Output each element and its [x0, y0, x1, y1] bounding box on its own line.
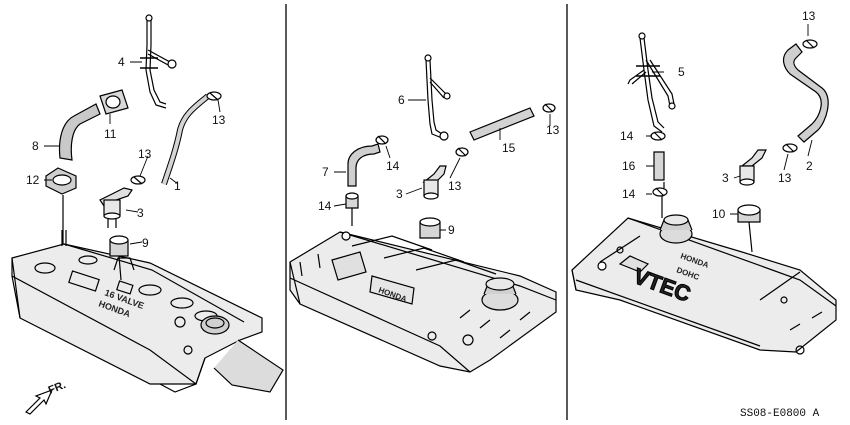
hose-part-7 [347, 143, 381, 187]
callout-13: 13 [212, 113, 226, 127]
pcv-valve-part-3 [422, 165, 447, 200]
pcv-valve-part-3 [99, 187, 133, 228]
breather-tube-part-5 [627, 32, 676, 133]
breather-tube-part-6 [424, 54, 451, 141]
callout-14: 14 [386, 159, 400, 173]
callout-9: 9 [448, 223, 455, 237]
callout-8: 8 [32, 139, 39, 153]
clamp-part-13 [130, 91, 222, 185]
hose-part-2 [782, 39, 829, 153]
panel-right-callouts: 13 5 14 16 14 10 3 13 2 [620, 9, 816, 221]
hose-part-15 [455, 103, 556, 157]
clip-part-12 [45, 167, 77, 244]
callout-6: 6 [398, 93, 405, 107]
panel-right: DOHC VTEC HONDA [571, 24, 837, 355]
callout-15: 15 [502, 141, 516, 155]
callout-10: 10 [712, 207, 726, 221]
callout-3: 3 [396, 187, 403, 201]
clamp-part-14 [650, 131, 668, 197]
callout-13: 13 [138, 147, 152, 161]
front-direction-arrow: FR. [24, 379, 68, 415]
callout-2: 2 [806, 159, 813, 173]
callout-13: 13 [448, 179, 462, 193]
clip-part-11 [99, 89, 129, 115]
callout-13: 13 [546, 123, 560, 137]
head-cover-middle [289, 231, 557, 373]
breather-tube-part-4 [140, 14, 177, 109]
grommet-part-9 [419, 217, 441, 239]
pcv-valve-part-3 [739, 149, 767, 186]
callout-12: 12 [26, 173, 40, 187]
hose-part-8 [58, 103, 101, 161]
callout-7: 7 [322, 165, 329, 179]
callout-4: 4 [118, 55, 125, 69]
callout-11: 11 [104, 127, 117, 141]
callout-14: 14 [620, 129, 634, 143]
callout-3: 3 [722, 171, 729, 185]
callout-5: 5 [678, 65, 685, 79]
hose-part-1 [161, 93, 210, 185]
head-cover-right [571, 182, 837, 355]
callout-13: 13 [802, 9, 816, 23]
head-cover-left [11, 230, 284, 393]
callout-14: 14 [318, 199, 332, 213]
callout-13: 13 [778, 171, 792, 185]
clamp-part-14 [345, 135, 389, 226]
diagram-code: SS08-E0800 A [740, 408, 820, 420]
callout-3: 3 [137, 206, 144, 220]
panel-left-callouts: 4 8 11 12 13 13 1 3 9 [26, 55, 226, 250]
callout-9: 9 [142, 236, 149, 250]
front-direction-label: FR. [47, 379, 68, 397]
panel-middle: HONDA [289, 54, 557, 373]
panel-left: 16 VALVE HONDA [11, 14, 284, 393]
grommet-part-9 [109, 235, 129, 281]
panel-middle-callouts: 6 7 14 14 13 15 13 3 9 [318, 93, 560, 237]
callout-14: 14 [622, 187, 636, 201]
callout-16: 16 [622, 159, 636, 173]
grommet-part-10 [737, 204, 761, 253]
callout-1: 1 [174, 179, 181, 193]
